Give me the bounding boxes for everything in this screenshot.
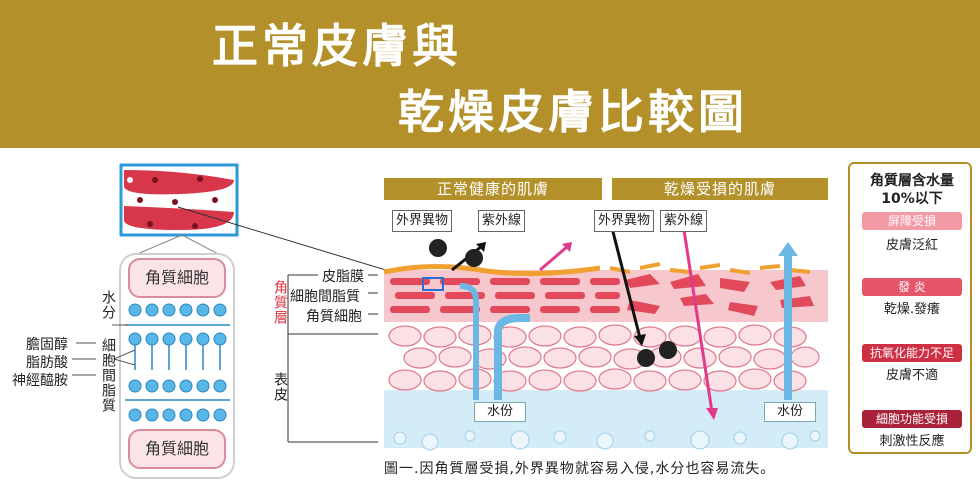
antioxidant-deficiency-badge: 抗氧化能力不足	[862, 344, 962, 362]
zoom-detail-graphic	[72, 163, 928, 479]
foreign-matter-tag-right: 外界異物	[594, 210, 655, 232]
skin-redness-text: 皮膚泛紅	[885, 238, 938, 253]
barrier-damage-badge: 屏障受損	[862, 212, 962, 230]
foreign-matter-tag-left: 外界異物	[392, 210, 453, 232]
intercellular-lipid-layer-label: 細胞間脂質	[290, 289, 360, 305]
lipid-fatty-acid: 脂肪酸	[26, 355, 68, 371]
corneocyte-bottom-label: 角質細胞	[128, 429, 226, 469]
lipid-ceramide: 神經醯胺	[12, 373, 68, 389]
epidermis-label: 表皮	[272, 372, 288, 402]
skin-discomfort-text: 皮膚不適	[885, 368, 938, 383]
figure-caption: 圖一.因角質層受損,外界異物就容易入侵,水分也容易流失。	[384, 461, 776, 477]
panel-title-line-1: 角質層含水量	[870, 173, 954, 189]
uv-tag-left: 紫外線	[478, 210, 526, 232]
stratum-corneum-label: 角質層	[272, 280, 288, 325]
irritation-response-text: 刺激性反應	[879, 434, 945, 449]
inflammation-badge: 發 炎	[862, 278, 962, 296]
water-tag-left: 水份	[474, 402, 526, 422]
dry-skin-header: 乾燥受損的肌膚	[612, 178, 828, 200]
title-banner: 正常皮膚與 乾燥皮膚比較圖	[0, 0, 980, 148]
lipid-cholesterol: 膽固醇	[26, 337, 68, 353]
title-line-1: 正常皮膚與	[212, 19, 462, 73]
corneocyte-top-label: 角質細胞	[128, 258, 226, 298]
dry-itchy-text: 乾燥.發癢	[883, 302, 941, 317]
panel-title-line-2: 10%以下	[881, 191, 943, 207]
water-tag-right: 水份	[764, 402, 816, 422]
cell-function-damage-badge: 細胞功能受損	[862, 410, 962, 428]
corneocyte-layer-label: 角質細胞	[306, 309, 362, 325]
title-line-2: 乾燥皮膚比較圖	[398, 85, 748, 139]
moisture-side-panel: 角質層含水量 10%以下 屏障受損 皮膚泛紅 發 炎 乾燥.發癢 抗氧化能力不足…	[848, 162, 972, 454]
uv-tag-right: 紫外線	[660, 210, 708, 232]
water-label: 水分	[100, 290, 116, 320]
sebum-label: 皮脂膜	[322, 269, 364, 285]
intercellular-lipid-label: 細胞間脂質	[100, 338, 116, 413]
normal-skin-header: 正常健康的肌膚	[384, 178, 602, 200]
